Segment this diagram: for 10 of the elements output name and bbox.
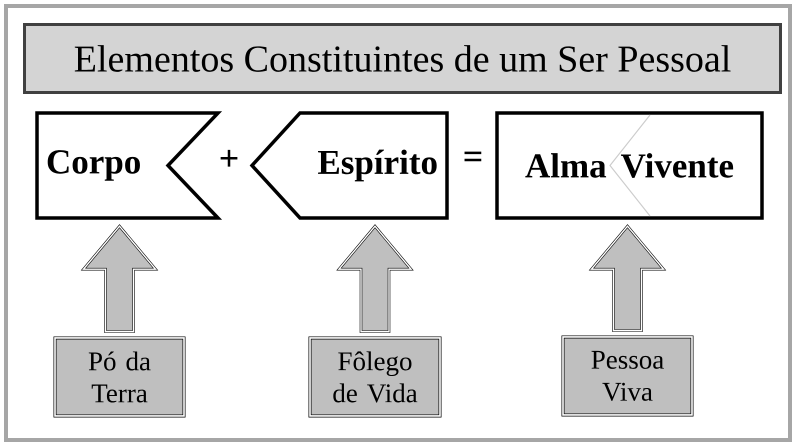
block-arrow [588, 224, 666, 332]
source-box: Fôlego de Vida [308, 336, 442, 418]
operator-sign: = [464, 152, 482, 162]
result-box: Alma Vivente [495, 111, 764, 220]
operator-sign: + [220, 150, 238, 167]
block-arrow [336, 224, 414, 333]
block-arrow [80, 224, 158, 333]
source-box: Pó da Terra [54, 336, 186, 418]
title-box: Elementos Constituintes de um Ser Pessoal [23, 23, 782, 94]
source-box: Pessoa Viva [562, 335, 694, 416]
